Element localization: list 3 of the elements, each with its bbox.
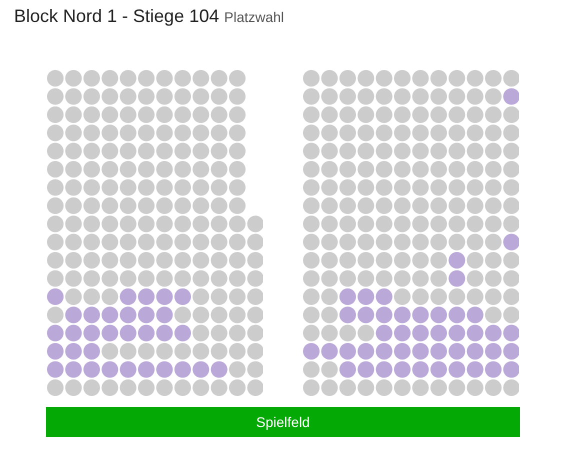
subtitle: Platzwahl: [224, 9, 284, 25]
playing-field-bar: Spielfeld: [46, 407, 520, 437]
title: Block Nord 1 - Stiege 104: [14, 6, 220, 26]
